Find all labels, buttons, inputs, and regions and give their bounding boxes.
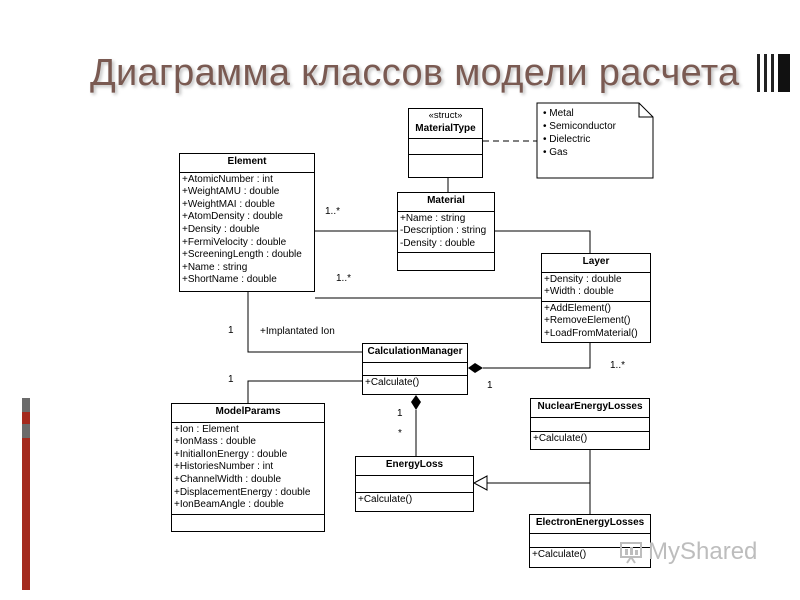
class-calculationmanager-name: CalculationManager [363, 344, 467, 363]
class-modelparams-attributes: +Ion : Element +IonMass : double +Initia… [172, 423, 324, 515]
class-materialtype-operations [409, 155, 482, 158]
class-modelparams: ModelParams +Ion : Element +IonMass : do… [171, 403, 325, 532]
connector-material-layer [495, 230, 591, 253]
label-element-material-multiplicity: 1..* [325, 206, 341, 217]
class-materialtype-header: «struct» MaterialType [409, 109, 482, 140]
class-element-attributes: +AtomicNumber : int +WeightAMU : double … [180, 173, 314, 289]
note-item: • Dielectric [543, 134, 591, 145]
attribute: +ChannelWidth : double [174, 473, 282, 485]
class-electronenergylosses-name: ElectronEnergyLosses [530, 515, 650, 534]
attribute: +DisplacementEnergy : double [174, 486, 311, 498]
attribute: +ScreeningLength : double [182, 249, 302, 261]
decorative-bar-dark [22, 398, 30, 412]
aggregation-diamond-layer [468, 363, 483, 373]
class-modelparams-operations [172, 515, 324, 518]
label-params-one: 1 [228, 374, 234, 385]
attribute: +AtomDensity : double [182, 211, 283, 223]
class-material-attributes: +Name : string -Description : string -De… [398, 212, 494, 254]
label-implanted-ion: +Implantated Ion [260, 326, 335, 337]
note-material-types: • Metal • Semiconductor • Dielectric • G… [537, 103, 651, 178]
generalization-arrow [472, 475, 488, 491]
attribute: +Ion : Element [174, 423, 239, 435]
operation: +LoadFromMaterial() [544, 327, 638, 339]
operation: +Calculate() [358, 493, 413, 505]
class-material-operations [398, 253, 494, 267]
attribute: +HistoriesNumber : int [174, 461, 274, 473]
class-energyloss: EnergyLoss +Calculate() [355, 456, 474, 512]
label-implanted-one: 1 [228, 325, 234, 336]
attribute: +WeightAMU : double [182, 186, 280, 198]
composition-diamond-energyloss [411, 395, 421, 410]
attribute: +IonBeamAngle : double [174, 499, 284, 511]
attribute: +Density : double [182, 223, 260, 235]
slide-title: Диаграмма классов модели расчета [90, 52, 740, 94]
label-energy-many: * [398, 428, 402, 439]
attribute: +AtomicNumber : int [182, 173, 273, 185]
attribute: +Name : string [400, 212, 466, 224]
class-calculationmanager-attributes [363, 363, 467, 376]
note-item: • Gas [543, 147, 568, 158]
decorative-corner-lines [757, 54, 790, 92]
label-layer-multiplicity: 1..* [610, 360, 626, 371]
attribute: -Description : string [400, 225, 487, 237]
note-shape [536, 102, 654, 179]
class-calculationmanager: CalculationManager +Calculate() [362, 343, 468, 395]
attribute: +Name : string [182, 261, 248, 273]
class-nuclearenergylosses: NuclearEnergyLosses +Calculate() [530, 398, 650, 450]
note-item: • Semiconductor [543, 121, 616, 132]
connector-layer-calcmanager [483, 343, 591, 369]
class-calculationmanager-operations: +Calculate() [363, 376, 467, 392]
class-nuclearenergylosses-attributes [531, 418, 649, 432]
class-energyloss-attributes [356, 476, 473, 493]
attribute: +IonMass : double [174, 436, 256, 448]
operation: +Calculate() [532, 548, 587, 560]
attribute: +InitialIonEnergy : double [174, 448, 288, 460]
decorative-bar-red [22, 412, 30, 590]
operation: +AddElement() [544, 302, 611, 314]
class-materialtype: «struct» MaterialType [408, 108, 483, 178]
connector-calcmanager-params [247, 380, 362, 403]
watermark-logo: MyShared [618, 538, 757, 566]
operation: +RemoveElement() [544, 315, 631, 327]
watermark-logo-text: MyShared [648, 538, 758, 565]
class-material: Material +Name : string -Description : s… [397, 192, 495, 271]
class-nuclearenergylosses-operations: +Calculate() [531, 432, 649, 448]
operation: +Calculate() [533, 432, 588, 444]
decorative-bar-accent [22, 424, 30, 438]
presentation-icon [620, 542, 642, 564]
class-element-name: Element [180, 154, 314, 173]
class-layer: Layer +Density : double +Width : double … [541, 253, 651, 343]
label-manager-one: 1 [487, 380, 493, 391]
attribute: +ShortName : double [182, 274, 277, 286]
attribute: -Density : double [400, 237, 476, 249]
attribute: +FermiVelocity : double [182, 236, 287, 248]
class-materialtype-name: MaterialType [415, 122, 476, 134]
class-electronenergylosses-operations: +Calculate() [530, 548, 650, 564]
label-energy-one: 1 [397, 408, 403, 419]
class-layer-name: Layer [542, 254, 650, 273]
attribute: +Width : double [544, 286, 614, 298]
class-materialtype-attributes [409, 139, 482, 156]
class-energyloss-name: EnergyLoss [356, 457, 473, 476]
class-material-name: Material [398, 193, 494, 212]
class-electronenergylosses-attributes [530, 534, 650, 548]
class-nuclearenergylosses-name: NuclearEnergyLosses [531, 399, 649, 418]
class-energyloss-operations: +Calculate() [356, 493, 473, 509]
class-materialtype-stereotype: «struct» [428, 110, 463, 121]
class-layer-operations: +AddElement() +RemoveElement() +LoadFrom… [542, 302, 650, 343]
note-item: • Metal [543, 108, 574, 119]
operation: +Calculate() [365, 376, 420, 388]
class-element: Element +AtomicNumber : int +WeightAMU :… [179, 153, 315, 292]
label-element-layer-multiplicity: 1..* [336, 273, 352, 284]
attribute: +Density : double [544, 273, 622, 285]
class-layer-attributes: +Density : double +Width : double [542, 273, 650, 302]
attribute: +WeightMAI : double [182, 198, 275, 210]
class-modelparams-name: ModelParams [172, 404, 324, 423]
connector-element-calcmanager [247, 292, 362, 353]
